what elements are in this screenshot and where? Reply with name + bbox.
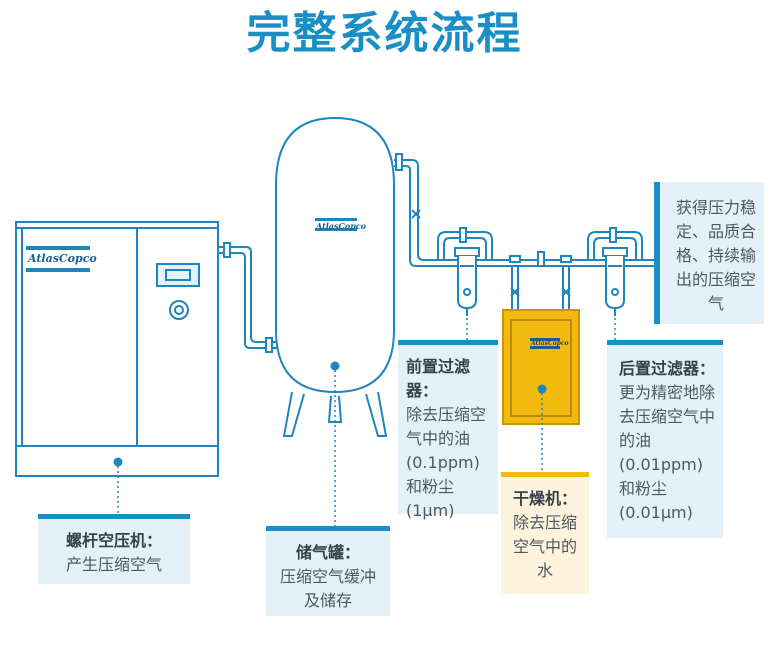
post-filter-unit bbox=[602, 247, 628, 316]
tank-label: 储气罐： 压缩空气缓冲及储存 bbox=[266, 526, 390, 616]
pre-filter-label-head: 前置过滤器： bbox=[406, 357, 471, 400]
compressor-label-head: 螺杆空压机： bbox=[65, 531, 162, 550]
post-filter-label-desc: 更为精密地除去压缩空气中的油(0.01ppm)和粉尘(0.01μm) bbox=[619, 383, 716, 522]
dryer-label-head: 干燥机： bbox=[512, 489, 577, 508]
dryer-marker bbox=[537, 384, 547, 394]
output-label: 获得压力稳定、品质合格、持续输出的压缩空气 bbox=[654, 182, 764, 324]
compressor-marker bbox=[113, 457, 123, 467]
output-label-desc: 获得压力稳定、品质合格、持续输出的压缩空气 bbox=[675, 198, 756, 313]
pre-filter-unit bbox=[454, 247, 480, 316]
pre-filter-label: 前置过滤器： 除去压缩空气中的油(0.1ppm)和粉尘(1μm) bbox=[398, 340, 498, 520]
post-filter-label-head: 后置过滤器： bbox=[619, 359, 716, 378]
post-filter-label: 后置过滤器： 更为精密地除去压缩空气中的油(0.01ppm)和粉尘(0.01μm… bbox=[607, 340, 723, 538]
tank-label-desc: 压缩空气缓冲及储存 bbox=[279, 567, 376, 610]
page-title: 完整系统流程 bbox=[246, 8, 523, 59]
compressor-label-desc: 产生压缩空气 bbox=[65, 555, 162, 574]
compressor-logo: AtlasCopco bbox=[28, 252, 97, 265]
dryer-label-desc: 除去压缩空气中的水 bbox=[512, 513, 577, 580]
compressor-unit bbox=[15, 221, 219, 477]
dryer-label: 干燥机： 除去压缩空气中的水 bbox=[501, 472, 589, 594]
compressor-label: 螺杆空压机： 产生压缩空气 bbox=[38, 514, 190, 584]
pipe-tank-filters bbox=[394, 153, 654, 312]
tank-marker bbox=[330, 361, 340, 371]
pre-filter-label-desc: 除去压缩空气中的油(0.1ppm)和粉尘(1μm) bbox=[406, 405, 487, 520]
pipe-compressor-tank bbox=[218, 242, 277, 353]
tank-unit bbox=[275, 116, 395, 437]
tank-logo: AtlasCopco bbox=[316, 221, 366, 231]
dryer-logo: AtlasCopco bbox=[531, 340, 569, 347]
tank-label-head: 储气罐： bbox=[295, 543, 360, 562]
dryer-unit bbox=[502, 309, 580, 425]
